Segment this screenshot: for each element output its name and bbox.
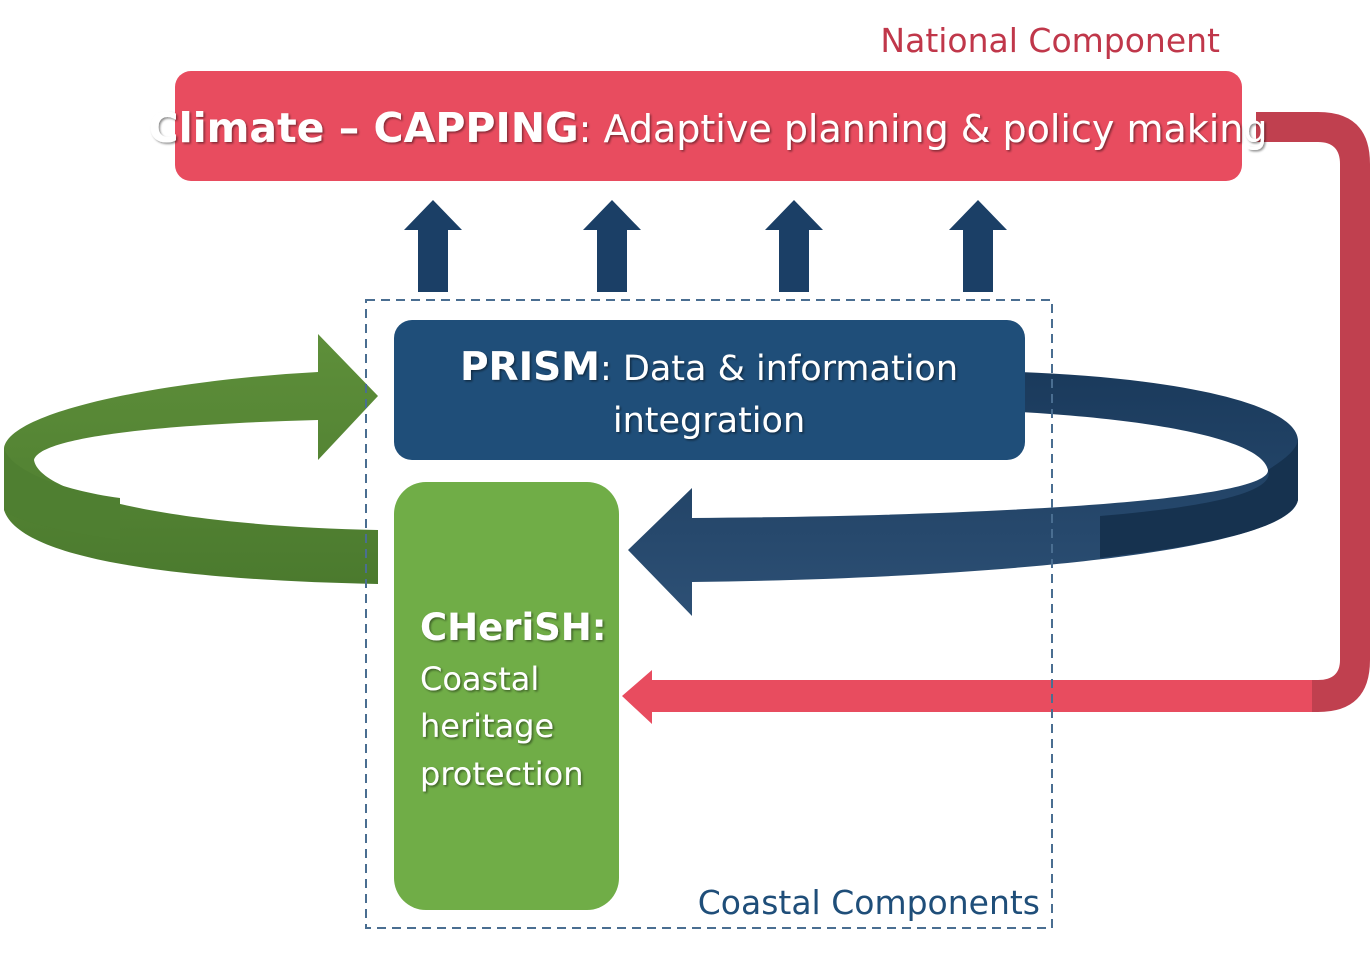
arrow-up-icon — [404, 200, 462, 292]
capping-box: Climate – CAPPING: Adaptive planning & p… — [148, 71, 1268, 181]
national-component-label: National Component — [880, 21, 1220, 60]
curved-arrow-icon — [628, 372, 1298, 616]
green-loop-band — [4, 448, 120, 540]
elbow-arrow-icon — [1256, 112, 1370, 712]
green-loop-arrow — [4, 334, 378, 584]
cherish-line3: protection — [420, 755, 583, 793]
up-arrows — [404, 200, 1007, 292]
capping-name: Climate – CAPPING — [148, 104, 578, 152]
cherish-line1: Coastal — [420, 660, 539, 698]
cherish-line2: heritage — [420, 707, 554, 745]
cherish-name: CHeriSH: — [420, 606, 607, 649]
cherish-box: CHeriSH: Coastal heritage protection — [394, 482, 619, 910]
prism-box-background — [394, 320, 1025, 460]
cherish-box-background — [394, 482, 619, 910]
coastal-components-border — [365, 299, 1053, 929]
capping-box-background — [175, 71, 1242, 181]
arrow-up-icon — [949, 200, 1007, 292]
capping-title: Climate – CAPPING: Adaptive planning & p… — [148, 104, 1267, 152]
curved-arrow-icon — [4, 334, 378, 584]
blue-loop-arrow — [628, 372, 1298, 616]
prism-description-line1: : Data & information — [600, 349, 958, 389]
prism-box: PRISM: Data & information integration — [394, 320, 1025, 460]
arrow-up-icon — [765, 200, 823, 292]
coastal-components-label: Coastal Components — [698, 883, 1040, 922]
capping-description: : Adaptive planning & policy making — [579, 107, 1268, 151]
red-return-arrow — [622, 112, 1370, 724]
prism-title-line1: PRISM: Data & information — [460, 345, 958, 390]
arrow-up-icon — [583, 200, 641, 292]
prism-name: PRISM — [460, 345, 600, 390]
red-arrow-shaft — [622, 670, 1312, 724]
blue-loop-band — [1100, 440, 1298, 558]
prism-description-line2: integration — [613, 401, 805, 441]
